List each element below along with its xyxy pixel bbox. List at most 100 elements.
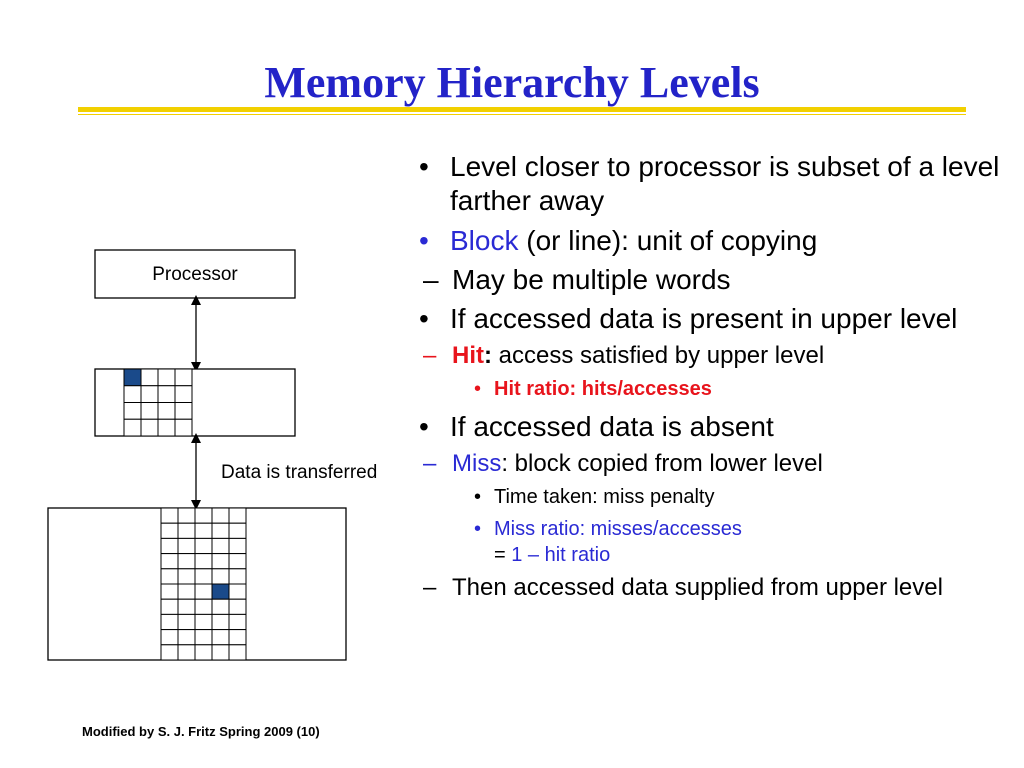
upper-level-block-cell bbox=[157, 385, 176, 403]
sub-sub-bullet-text: Hit ratio: hits/accesses bbox=[494, 378, 712, 400]
lower-level-block-cell bbox=[228, 553, 247, 570]
bullet-text: If accessed data is absent bbox=[450, 411, 774, 442]
upper-level-block-cell bbox=[140, 368, 159, 387]
miss-ratio-text: Miss ratio: misses/accesses bbox=[494, 518, 742, 540]
sub-bullet-text: : block copied from lower level bbox=[501, 450, 823, 477]
upper-level-block-cell bbox=[157, 368, 176, 387]
dash-marker: – bbox=[423, 574, 437, 601]
processor-label: Processor bbox=[152, 264, 238, 285]
upper-level-block-cell bbox=[157, 418, 176, 437]
lower-level-block-cell bbox=[194, 522, 213, 539]
lower-level-block-cell bbox=[177, 644, 196, 661]
bullet-text: (or line): unit of copying bbox=[518, 225, 818, 256]
sub-bullet-multiple-words: – May be multiple words bbox=[360, 264, 1005, 296]
bullet-present: • If accessed data is present in upper l… bbox=[405, 302, 1005, 336]
sub-sub-bullet-miss-penalty: • Time taken: miss penalty bbox=[360, 484, 1005, 510]
sub-sub-bullet-text: Time taken: miss penalty bbox=[494, 486, 715, 508]
lower-level-block-cell bbox=[177, 568, 196, 585]
upper-level-block-cell bbox=[157, 402, 176, 420]
lower-level-block-cell bbox=[194, 553, 213, 570]
lower-level-block-cell bbox=[160, 507, 179, 524]
lower-level-block-cell bbox=[160, 583, 179, 600]
bullet-text: If accessed data is present in upper lev… bbox=[450, 303, 958, 334]
upper-level-block-cell bbox=[123, 402, 142, 420]
lower-level-block-cell bbox=[228, 537, 247, 555]
lower-level-block-cell bbox=[194, 598, 213, 615]
lower-level-block-cell bbox=[228, 568, 247, 585]
processor-box bbox=[94, 249, 296, 299]
slide-footer: Modified by S. J. Fritz Spring 2009 (10) bbox=[82, 724, 320, 739]
lower-level-block-cell bbox=[228, 507, 247, 524]
sub-bullet-text: Then accessed data supplied from upper l… bbox=[452, 574, 943, 601]
lower-level-block-cell bbox=[194, 507, 213, 524]
slide-title: Memory Hierarchy Levels bbox=[264, 58, 760, 107]
upper-level-block-cell bbox=[174, 385, 193, 403]
lower-level-block-cell bbox=[194, 537, 213, 555]
upper-level-block-cell bbox=[174, 402, 193, 420]
lower-level-block-cell bbox=[228, 522, 247, 539]
upper-level-block-cell bbox=[140, 402, 159, 420]
lower-level-block-cell bbox=[160, 522, 179, 539]
term-block: Block bbox=[450, 225, 519, 256]
lower-level-block-cell bbox=[177, 629, 196, 646]
sub-bullet-text: May be multiple words bbox=[452, 264, 731, 295]
bullet-block: • Block (or line): unit of copying bbox=[405, 224, 1005, 258]
bullet-marker: • bbox=[474, 486, 482, 508]
term-miss: Miss bbox=[452, 450, 502, 477]
sub-bullet-supplied: – Then accessed data supplied from upper… bbox=[360, 574, 1005, 602]
transfer-label: Data is transferred bbox=[221, 462, 377, 483]
sub-sub-bullet-miss-ratio: • Miss ratio: misses/accesses = 1 – hit … bbox=[360, 516, 1005, 568]
lower-level-block-cell bbox=[228, 644, 247, 661]
bullet-subset: • Level closer to processor is subset of… bbox=[405, 150, 1005, 218]
upper-level-block-cell bbox=[123, 418, 142, 437]
sub-bullet-hit: – Hit: access satisfied by upper level bbox=[360, 342, 1005, 370]
lower-level-block-cell bbox=[228, 629, 247, 646]
miss-ratio-formula: 1 – hit ratio bbox=[511, 544, 611, 566]
lower-level-block-cell bbox=[177, 613, 196, 631]
lower-level-block-cell bbox=[194, 583, 213, 600]
upper-level-highlighted-block bbox=[123, 368, 142, 387]
lower-level-block-cell bbox=[177, 507, 196, 524]
lower-level-block-cell bbox=[194, 613, 213, 631]
lower-level-block-cell bbox=[211, 553, 230, 570]
lower-level-block-cell bbox=[211, 598, 230, 615]
lower-level-block-cell bbox=[160, 598, 179, 615]
upper-level-block-cell bbox=[123, 385, 142, 403]
lower-level-block-cell bbox=[160, 537, 179, 555]
lower-level-block-cell bbox=[211, 507, 230, 524]
dash-marker: – bbox=[423, 264, 439, 295]
upper-level-block-grid bbox=[123, 368, 193, 437]
bullet-marker: • bbox=[474, 518, 482, 540]
lower-level-block-cell bbox=[211, 644, 230, 661]
lower-level-block-cell bbox=[211, 629, 230, 646]
lower-level-block-cell bbox=[177, 537, 196, 555]
upper-level-block-cell bbox=[140, 418, 159, 437]
bullet-absent: • If accessed data is absent bbox=[405, 410, 1005, 444]
bullet-marker: • bbox=[474, 378, 482, 400]
lower-level-block-cell bbox=[160, 613, 179, 631]
lower-level-block-cell bbox=[177, 522, 196, 539]
bullet-text: Level closer to processor is subset of a… bbox=[450, 151, 1000, 216]
equals-sign: = bbox=[494, 544, 512, 566]
lower-level-block-cell bbox=[160, 568, 179, 585]
lower-level-block-cell bbox=[160, 629, 179, 646]
lower-level-block-cell bbox=[160, 644, 179, 661]
lower-level-block-cell bbox=[177, 598, 196, 615]
sub-sub-bullet-hit-ratio: • Hit ratio: hits/accesses bbox=[360, 376, 1005, 402]
bullet-marker: • bbox=[419, 411, 429, 442]
memory-hierarchy-diagram: Processor Data is transferred bbox=[47, 249, 377, 661]
dash-marker: – bbox=[423, 342, 437, 369]
bullet-marker: • bbox=[419, 151, 429, 182]
lower-level-block-cell bbox=[228, 613, 247, 631]
lower-level-block-cell bbox=[228, 598, 247, 615]
term-hit: Hit bbox=[452, 342, 484, 369]
sub-bullet-miss: – Miss: block copied from lower level bbox=[360, 450, 1005, 478]
upper-level-block-cell bbox=[140, 385, 159, 403]
lower-level-block-cell bbox=[194, 629, 213, 646]
bullet-list: • Level closer to processor is subset of… bbox=[405, 150, 1005, 608]
lower-level-block-cell bbox=[228, 583, 247, 600]
sub-bullet-text: access satisfied by upper level bbox=[492, 342, 825, 369]
lower-level-block-cell bbox=[177, 583, 196, 600]
dash-marker: – bbox=[423, 450, 437, 477]
lower-level-block-cell bbox=[211, 537, 230, 555]
